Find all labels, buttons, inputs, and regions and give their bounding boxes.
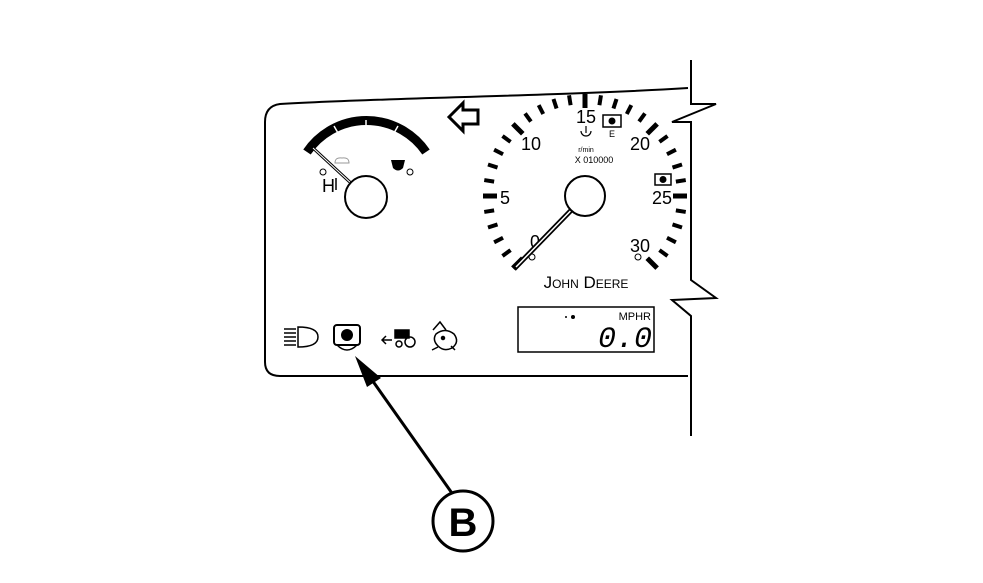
tach-tick xyxy=(523,112,533,123)
tach-tick xyxy=(658,134,669,144)
hot-temp-icon xyxy=(334,157,350,164)
coolant-icon xyxy=(391,160,405,171)
tach-label-0: 0 xyxy=(530,232,540,252)
tach-tick xyxy=(658,248,669,258)
tach-tick xyxy=(611,98,619,110)
tach-label-25: 25 xyxy=(652,188,672,208)
park-brake-small-icon xyxy=(654,173,672,186)
tach-tick xyxy=(671,162,683,170)
tach-tick xyxy=(666,235,677,245)
tach-tick xyxy=(567,94,573,106)
tach-needle-hub xyxy=(564,175,606,217)
turn-signal-left-icon xyxy=(446,99,480,135)
tach-tick xyxy=(501,248,512,258)
brand-logo: John Deere xyxy=(544,273,629,292)
tach-label-5: 5 xyxy=(500,188,510,208)
park-brake-icon xyxy=(333,324,361,351)
display-unit-label: MPHR xyxy=(619,311,651,323)
service-letter: E xyxy=(609,129,615,139)
pto-icon xyxy=(380,329,416,348)
tach-label-30: 30 xyxy=(630,236,650,256)
callout-arrowhead xyxy=(355,356,381,387)
panel-break-line xyxy=(669,60,719,436)
temperature-needle-hub xyxy=(344,175,388,219)
tach-tick xyxy=(624,104,634,115)
tach-label-10: 10 xyxy=(521,134,541,154)
lcd-display: MPHR 0.0 xyxy=(517,306,655,357)
tach-tick xyxy=(487,222,499,230)
tach-tick xyxy=(487,162,499,170)
tach-tick xyxy=(483,208,495,214)
tach-label-20: 20 xyxy=(630,134,650,154)
panel-outline xyxy=(264,87,689,377)
callout-arrow xyxy=(370,379,456,497)
tach-label-15: 15 xyxy=(576,107,596,127)
tach-tick xyxy=(483,178,495,184)
rpm-text: r/min xyxy=(578,147,594,154)
tach-tick xyxy=(493,235,504,245)
tach-tick xyxy=(637,112,647,123)
tach-tick xyxy=(675,178,687,184)
tach-tick xyxy=(501,134,512,144)
callout-circle xyxy=(431,489,495,553)
tach-tick xyxy=(597,94,603,106)
tach-tick xyxy=(666,147,677,157)
service-indicator: E xyxy=(602,114,622,139)
tach-tick xyxy=(645,256,659,270)
display-value: 0.0 xyxy=(598,323,652,357)
tach-tick xyxy=(551,98,559,110)
multiplier-text: X 010000 xyxy=(575,155,614,165)
tach-tick xyxy=(671,222,683,230)
rabbit-icon xyxy=(431,320,458,351)
tach-tick xyxy=(536,104,546,115)
headlight-icon xyxy=(284,326,319,348)
tach-tick xyxy=(493,147,504,157)
rpm-hour-icon xyxy=(580,130,592,137)
callout-label: B xyxy=(449,501,478,545)
hot-label: H xyxy=(322,176,335,196)
callout: B xyxy=(355,356,495,553)
tach-tick xyxy=(511,122,525,136)
tachometer-ticks xyxy=(483,94,687,270)
temperature-gauge: H xyxy=(303,116,430,219)
tachometer: 0 5 10 15 20 25 30 r/min X 010000 E John… xyxy=(483,94,687,292)
tach-tick xyxy=(675,208,687,214)
tach-tick xyxy=(645,122,659,136)
